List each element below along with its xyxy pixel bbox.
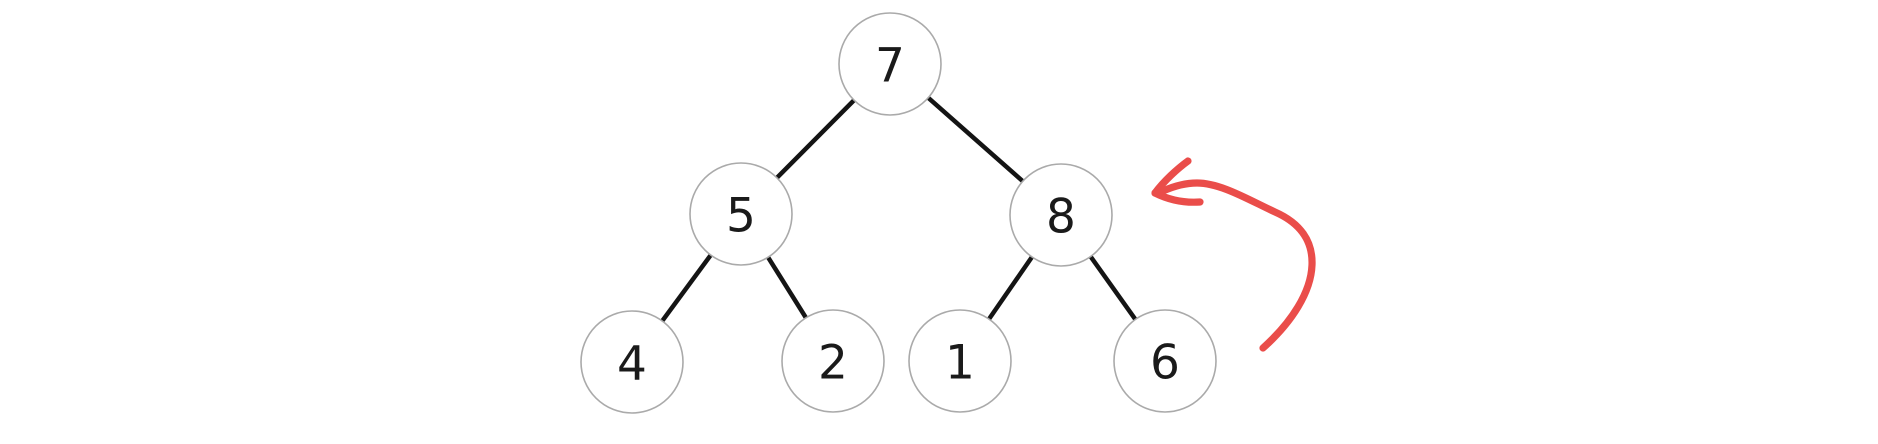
tree-node-circle (1113, 309, 1217, 413)
red-arrow-annotation (1151, 157, 1316, 352)
tree-node-label: 7 (875, 38, 905, 93)
tree-node-6: 6 (1113, 309, 1217, 413)
tree-node-circle (781, 309, 885, 413)
tree-node-label: 1 (945, 335, 975, 390)
tree-node-circle (908, 309, 1012, 413)
tree-node-circle (1009, 163, 1113, 267)
tree-node-label: 5 (726, 188, 756, 243)
tree-node-2: 2 (781, 309, 885, 413)
tree-node-label: 8 (1046, 189, 1076, 244)
tree-node-circle (580, 310, 684, 414)
tree-node-4: 4 (580, 310, 684, 414)
tree-nodes-layer: 7 5 8 4 2 1 6 (580, 12, 1217, 414)
tree-node-7: 7 (838, 12, 942, 116)
tree-node-label: 6 (1150, 335, 1180, 390)
red-arrow-head-upper (1151, 157, 1192, 197)
tree-node-8: 8 (1009, 163, 1113, 267)
annotation-layer (1151, 157, 1316, 352)
tree-node-label: 2 (818, 335, 848, 390)
red-arrow-curve (1159, 179, 1316, 352)
tree-node-circle (838, 12, 942, 116)
tree-node-circle (689, 162, 793, 266)
tree-node-1: 1 (908, 309, 1012, 413)
tree-node-label: 4 (617, 336, 647, 391)
red-arrow-head-lower (1151, 189, 1204, 206)
tree-node-5: 5 (689, 162, 793, 266)
